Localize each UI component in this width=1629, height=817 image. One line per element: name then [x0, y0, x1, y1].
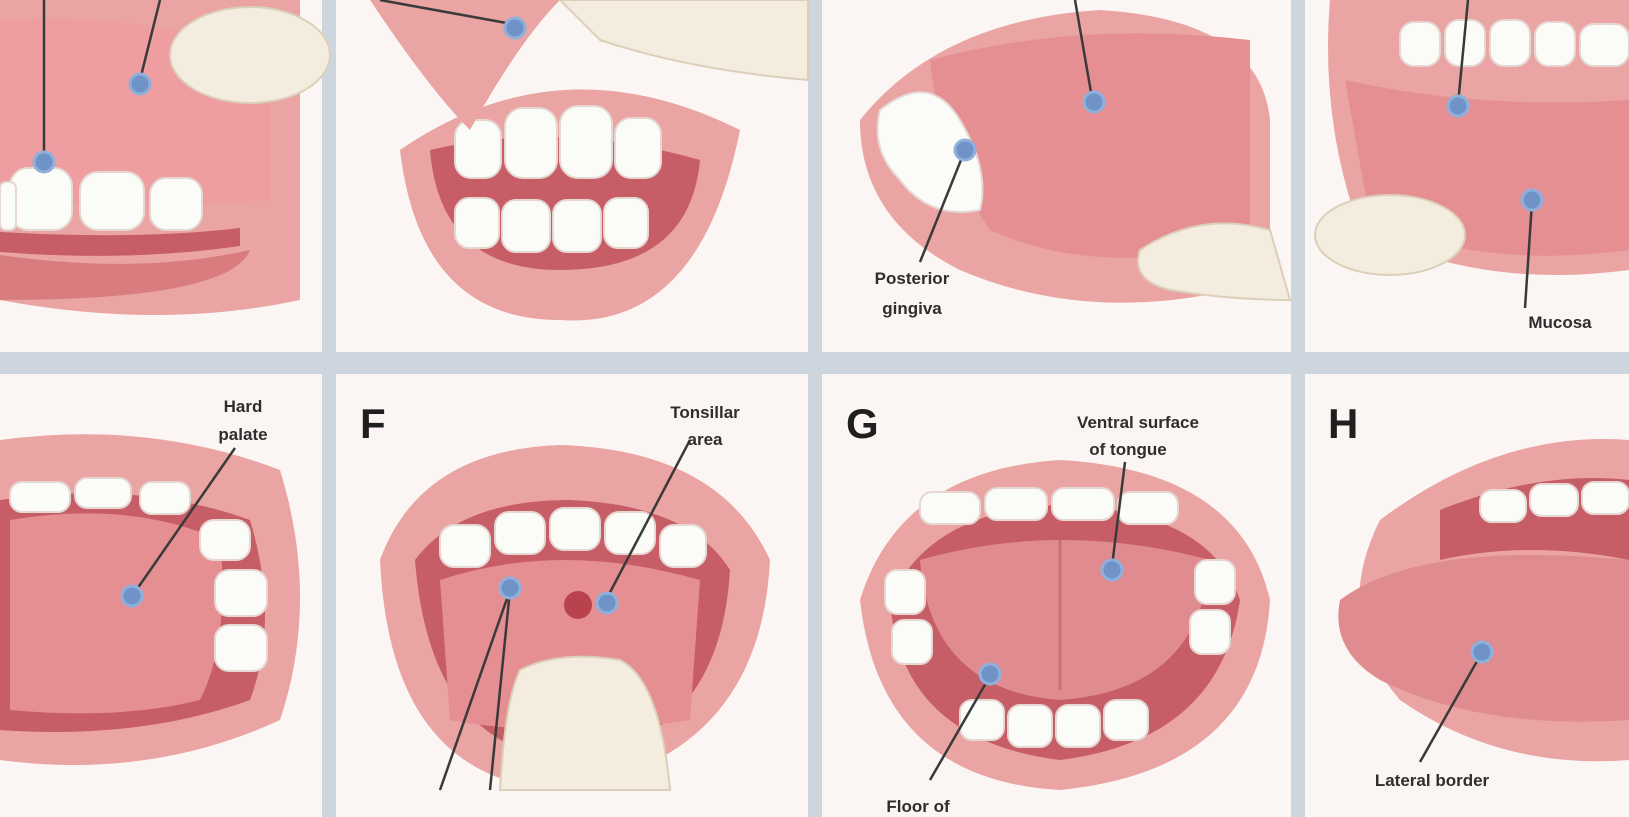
marker-dot	[955, 140, 975, 160]
marker-dot	[1522, 190, 1542, 210]
posterior-gingiva-label-line1: Posterior	[875, 269, 950, 288]
vertical-divider-2	[808, 0, 822, 817]
panel-letter-g: G	[846, 400, 879, 447]
marker-dot	[34, 152, 54, 172]
marker-dot	[1472, 642, 1492, 662]
panel-top-4: Mucosa	[1305, 0, 1629, 352]
panel-top-3: Posterior gingiva	[822, 0, 1291, 352]
marker-dot	[122, 586, 142, 606]
tonsillar-area-label-line2: area	[688, 430, 724, 449]
marker-dot	[130, 74, 150, 94]
hard-palate-label-line2: palate	[218, 425, 267, 444]
marker-dot	[505, 18, 525, 38]
ventral-surface-label-line2: of tongue	[1089, 440, 1166, 459]
panel-top-2	[336, 0, 808, 352]
floor-of-mouth-label: Floor of	[886, 797, 950, 816]
panel-bottom-1: Hard palate	[0, 374, 322, 817]
marker-dot	[1084, 92, 1104, 112]
vertical-divider-1	[322, 0, 336, 817]
marker-dot	[1102, 560, 1122, 580]
vertical-divider-3	[1291, 0, 1305, 817]
marker-dot	[500, 578, 520, 598]
ventral-surface-label-line1: Ventral surface	[1077, 413, 1199, 432]
panel-letter-h: H	[1328, 400, 1358, 447]
panel-top-1	[0, 0, 330, 352]
posterior-gingiva-label-line2: gingiva	[882, 299, 942, 318]
marker-dot	[597, 593, 617, 613]
hard-palate-label-line1: Hard	[224, 397, 263, 416]
tonsillar-area-label-line1: Tonsillar	[670, 403, 740, 422]
marker-dot	[980, 664, 1000, 684]
panel-bottom-3: G Ventral surface of tongue Floor of	[822, 374, 1291, 817]
panel-letter-f: F	[360, 400, 386, 447]
marker-dot	[1448, 96, 1468, 116]
panel-bottom-4: H Lateral border	[1305, 374, 1629, 817]
lateral-border-label: Lateral border	[1375, 771, 1490, 790]
panel-bottom-2: F Tonsillar area	[336, 374, 808, 817]
mucosa-label: Mucosa	[1528, 313, 1592, 332]
